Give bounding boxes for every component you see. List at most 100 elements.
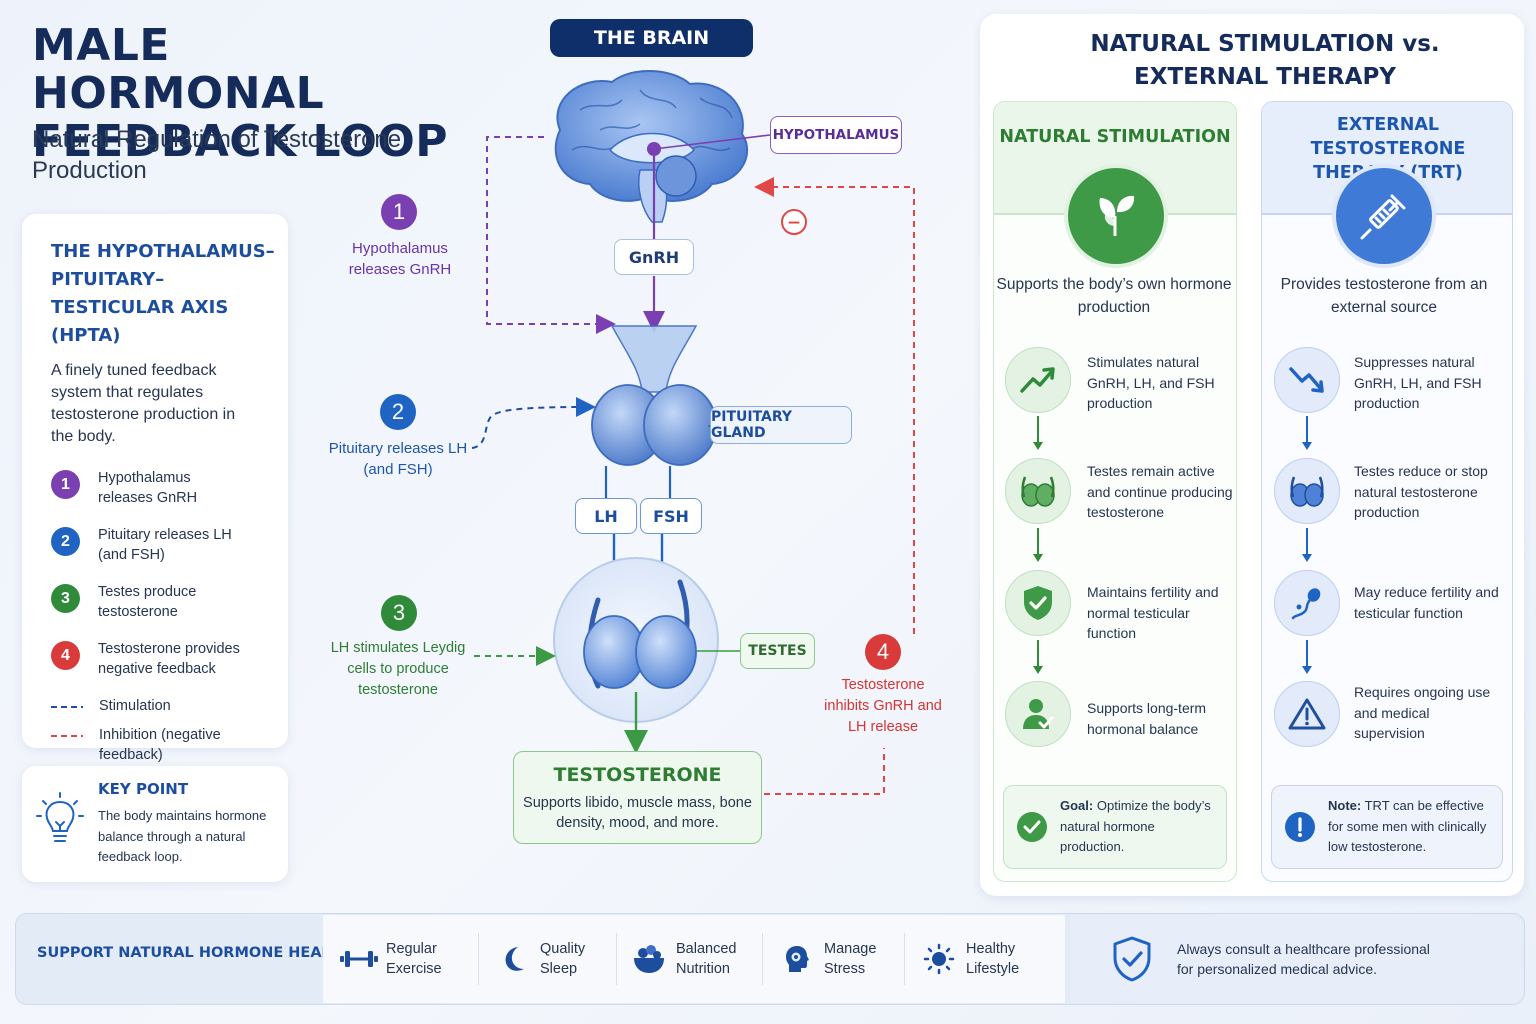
comparison-title: NATURAL STIMULATION vs. EXTERNAL THERAPY <box>1090 31 1440 90</box>
pituitary-illustration <box>591 325 717 466</box>
step2-text: Pituitary releases LH (and FSH) <box>328 440 468 478</box>
key-point-text: The body maintains hormone balance throu… <box>98 808 267 864</box>
moon-icon <box>492 938 534 980</box>
tip-stress: Manage Stress <box>776 938 894 980</box>
inhibition-symbol: − <box>787 213 801 233</box>
step2-badge: 2 <box>380 394 416 430</box>
lh-label: LH <box>575 498 637 534</box>
tip-label: Quality Sleep <box>540 941 586 977</box>
check-circle-icon <box>1017 812 1047 842</box>
hpta-description: A finely tuned feedback system that regu… <box>51 362 236 445</box>
tip-label: Regular Exercise <box>386 941 442 977</box>
trt-item: Requires ongoing use and medical supervi… <box>1354 684 1491 741</box>
tip-sleep: Quality Sleep <box>492 938 610 980</box>
note-text-block: Note: TRT can be effective for some men … <box>1328 796 1490 858</box>
tip-label: Balanced Nutrition <box>676 941 737 977</box>
natural-item: Maintains fertility and normal testicula… <box>1087 584 1219 641</box>
note-label: Note: <box>1328 798 1362 814</box>
hpta-card: THE HYPOTHALAMUS–PITUITARY–TESTICULAR AX… <box>22 214 288 763</box>
legend-item: 3 Testes produce testosterone <box>51 582 268 639</box>
legend-label: Hypothalamus releases GnRH <box>98 470 198 506</box>
down-arrow-icon <box>1302 416 1312 450</box>
step1-text: Hypothalamus releases GnRH <box>348 240 452 278</box>
goal-box: Goal: Optimize the body’s natural hormon… <box>1003 785 1227 869</box>
legend-label: Testosterone provides negative feedback <box>98 641 240 677</box>
tip-exercise: Regular Exercise <box>338 938 456 980</box>
trt-item: Suppresses natural GnRH, LH, and FSH pro… <box>1354 354 1482 411</box>
step3-badge: 3 <box>381 595 417 631</box>
step-badge: 4 <box>51 641 80 670</box>
support-label: SUPPORT NATURAL HORMONE HEALTH <box>37 945 351 961</box>
tip-separator <box>904 933 905 985</box>
down-arrow-icon <box>1302 528 1312 562</box>
legend-stimulation: Stimulation <box>51 696 268 725</box>
feedback-lower-line <box>764 748 885 795</box>
warning-icon <box>1274 681 1340 747</box>
natural-item: Testes remain active and continue produc… <box>1087 463 1233 520</box>
step4-inhibition-arrow <box>754 177 915 634</box>
down-arrow-icon <box>1033 416 1043 450</box>
dumbbell-icon <box>338 938 380 980</box>
food-bowl-icon <box>628 938 670 980</box>
syringe-icon <box>1336 168 1432 264</box>
goal-text: Optimize the body’s natural hormone prod… <box>1060 798 1211 855</box>
fsh-label: FSH <box>640 498 702 534</box>
shield-check-icon <box>1005 570 1071 636</box>
down-arrow-icon <box>1302 640 1312 674</box>
testes-icon <box>1274 458 1340 524</box>
page-subtitle: Natural Regulation of Testosterone Produ… <box>32 126 402 184</box>
info-exclamation-icon <box>1285 812 1315 842</box>
dashed-red-line-icon <box>51 735 83 737</box>
testosterone-box: TESTOSTERONE Supports libido, muscle mas… <box>513 751 762 844</box>
inhibition-label: Inhibition (negative feedback) <box>99 727 221 763</box>
gnrh-label: GnRH <box>614 239 694 275</box>
dashed-blue-line-icon <box>51 706 83 708</box>
tip-separator <box>762 933 763 985</box>
step4-text: Testosterone inhibits GnRH and LH releas… <box>824 677 942 735</box>
testes-label: TESTES <box>740 633 815 669</box>
goal-text-block: Goal: Optimize the body’s natural hormon… <box>1060 796 1214 858</box>
shield-check-icon <box>1113 936 1151 982</box>
note-box: Note: TRT can be effective for some men … <box>1271 785 1503 869</box>
key-point-card: KEY POINT The body maintains hormone bal… <box>22 766 288 882</box>
consult-box: Always consult a healthcare professional… <box>1071 915 1523 1003</box>
step-badge: 1 <box>51 470 80 499</box>
lightbulb-icon <box>36 792 84 842</box>
legend-list: 1 Hypothalamus releases GnRH 2 Pituitary… <box>51 468 268 763</box>
hypothalamus-pointer <box>653 134 771 150</box>
hpta-title: THE HYPOTHALAMUS–PITUITARY–TESTICULAR AX… <box>51 241 275 346</box>
down-arrow-icon <box>1033 528 1043 562</box>
tip-nutrition: Balanced Nutrition <box>628 938 746 980</box>
sun-icon <box>918 938 960 980</box>
sperm-icon <box>1274 570 1340 636</box>
testosterone-text: Supports libido, muscle mass, bone densi… <box>523 795 752 831</box>
person-check-icon <box>1005 681 1071 747</box>
legend-inhibition: Inhibition (negative feedback) <box>51 725 268 763</box>
trend-down-icon <box>1274 347 1340 413</box>
natural-item: Stimulates natural GnRH, LH, and FSH pro… <box>1087 354 1215 411</box>
step4-badge: 4 <box>865 634 901 670</box>
step1-badge: 1 <box>381 194 417 230</box>
page-title: MALE HORMONAL FEEDBACK LOOP <box>32 20 449 167</box>
step2-stimulation-arrow <box>471 397 596 449</box>
inhibition-icon <box>781 209 807 235</box>
pituitary-label: PITUITARY GLAND <box>710 406 852 444</box>
tip-separator <box>478 933 479 985</box>
step3-text: LH stimulates Leydig cells to produce te… <box>330 640 466 698</box>
tip-label: Healthy Lifestyle <box>966 941 1020 977</box>
tip-label: Manage Stress <box>824 941 877 977</box>
leaf-icon <box>1068 168 1164 264</box>
tip-lifestyle: Healthy Lifestyle <box>918 938 1036 980</box>
stimulation-label: Stimulation <box>99 698 171 714</box>
hypothalamus-label: HYPOTHALAMUS <box>770 116 902 154</box>
step-badge: 3 <box>51 584 80 613</box>
consult-text: Always consult a healthcare professional… <box>1177 940 1430 978</box>
key-point-title: KEY POINT <box>98 780 189 798</box>
legend-label: Pituitary releases LH (and FSH) <box>98 527 232 563</box>
testosterone-title: TESTOSTERONE <box>553 764 722 786</box>
trt-subtitle: Provides testosterone from an external s… <box>1280 276 1488 316</box>
feedback-loop-diagram: − <box>471 70 915 795</box>
natural-title: NATURAL STIMULATION <box>999 127 1231 147</box>
step-badge: 2 <box>51 527 80 556</box>
head-mind-icon <box>776 938 818 980</box>
